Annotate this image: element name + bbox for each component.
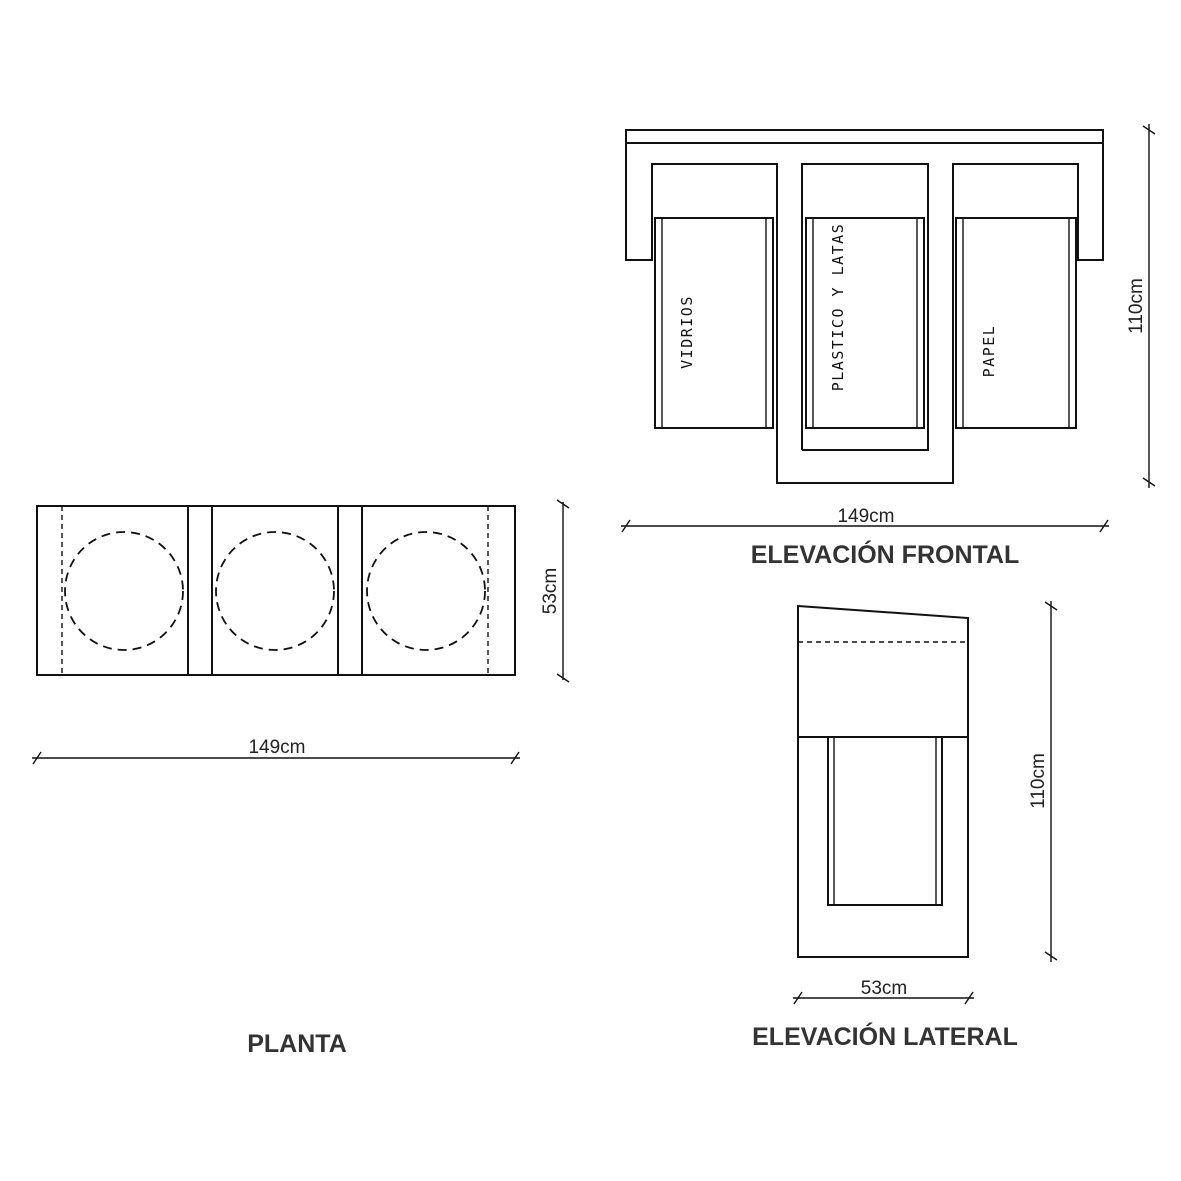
plan-width-label: 149cm bbox=[248, 737, 305, 758]
front-height-label: 110cm bbox=[1126, 278, 1147, 334]
plan-bin-circle bbox=[215, 531, 335, 651]
side-outline bbox=[797, 604, 969, 958]
plan-depth-tick bbox=[556, 499, 570, 509]
side-elevation: 110cm 53cm ELEVACIÓN LATERAL bbox=[752, 601, 1058, 1051]
plan-title: PLANTA bbox=[247, 1030, 347, 1058]
front-bin-label-papel: PAPEL bbox=[980, 325, 998, 378]
front-height-tick bbox=[1142, 125, 1156, 135]
front-bin-label-plastico: PLASTICO Y LATAS bbox=[829, 223, 847, 392]
side-width-tick bbox=[964, 991, 974, 1005]
plan-view: 53cm 149cm PLANTA bbox=[32, 499, 570, 1058]
plan-outline bbox=[36, 505, 516, 676]
side-width-label: 53cm bbox=[861, 978, 907, 999]
plan-bin-circle bbox=[366, 531, 486, 651]
plan-bin-circle bbox=[64, 531, 184, 651]
front-title: ELEVACIÓN FRONTAL bbox=[751, 539, 1020, 569]
side-height-tick bbox=[1044, 601, 1058, 611]
front-height-tick bbox=[1142, 477, 1156, 487]
side-height-label: 110cm bbox=[1028, 753, 1049, 809]
front-bin-label-vidrios: VIDRIOS bbox=[678, 295, 696, 369]
front-width-label: 149cm bbox=[837, 506, 894, 527]
plan-depth-tick bbox=[556, 673, 570, 683]
front-width-tick bbox=[1099, 519, 1109, 533]
plan-depth-label: 53cm bbox=[540, 568, 561, 614]
side-title: ELEVACIÓN LATERAL bbox=[752, 1021, 1018, 1051]
front-center-inner bbox=[801, 163, 929, 451]
plan-width-tick bbox=[510, 751, 520, 765]
front-top-slab bbox=[625, 129, 1104, 144]
front-frame-left bbox=[625, 143, 1104, 484]
front-bin-vidrios bbox=[654, 217, 774, 429]
side-height-tick bbox=[1044, 951, 1058, 961]
front-elevation: VIDRIOS PLASTICO Y LATAS PAPEL 110cm 149… bbox=[621, 124, 1156, 569]
plan-width-tick bbox=[32, 751, 42, 765]
front-width-tick bbox=[621, 519, 631, 533]
front-bin-papel bbox=[955, 217, 1077, 429]
front-bin-plastico bbox=[805, 217, 925, 429]
side-bin-opening bbox=[827, 737, 943, 906]
side-width-tick bbox=[793, 991, 803, 1005]
